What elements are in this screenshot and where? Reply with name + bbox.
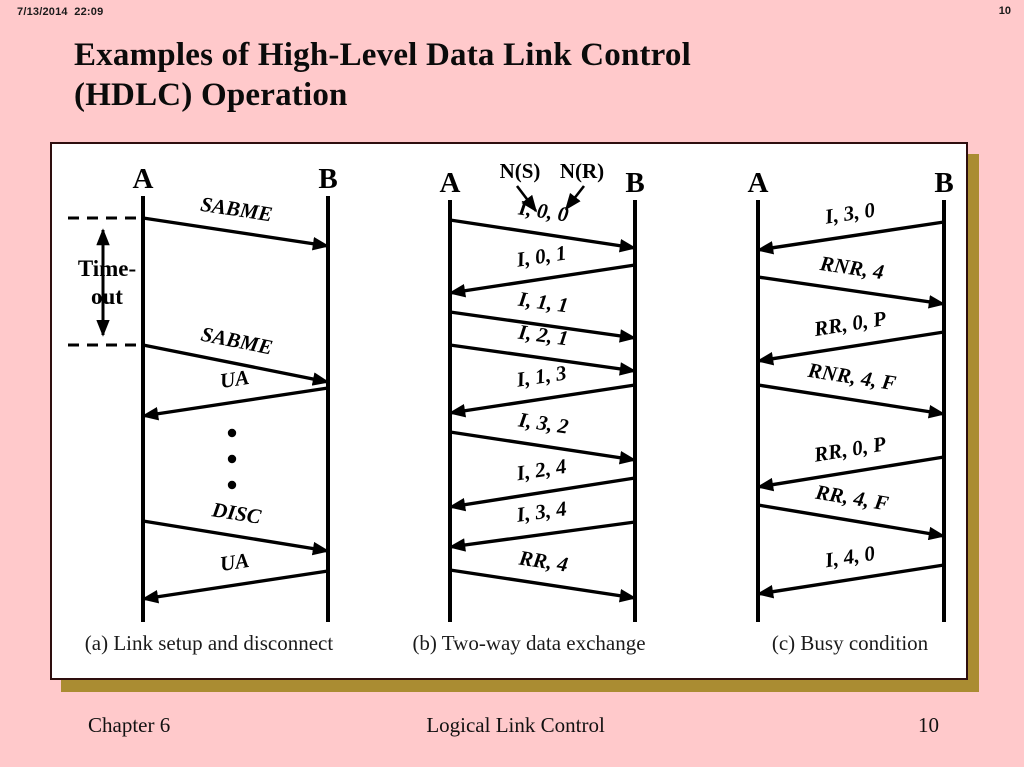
diagram-panel: [50, 142, 968, 680]
footer-page-number: 10: [918, 713, 939, 737]
slide-number-top: 10: [998, 5, 1011, 17]
title-line-1: Examples of High-Level Data Link Control: [74, 37, 692, 73]
footer-title: Logical Link Control: [426, 713, 605, 737]
datetime-stamp: 7/13/2014 22:09: [17, 6, 104, 18]
title-line-2: (HDLC) Operation: [74, 76, 348, 113]
slide-title: Examples of High-Level Data Link Control…: [74, 36, 691, 115]
footer-chapter: Chapter 6: [88, 713, 171, 737]
